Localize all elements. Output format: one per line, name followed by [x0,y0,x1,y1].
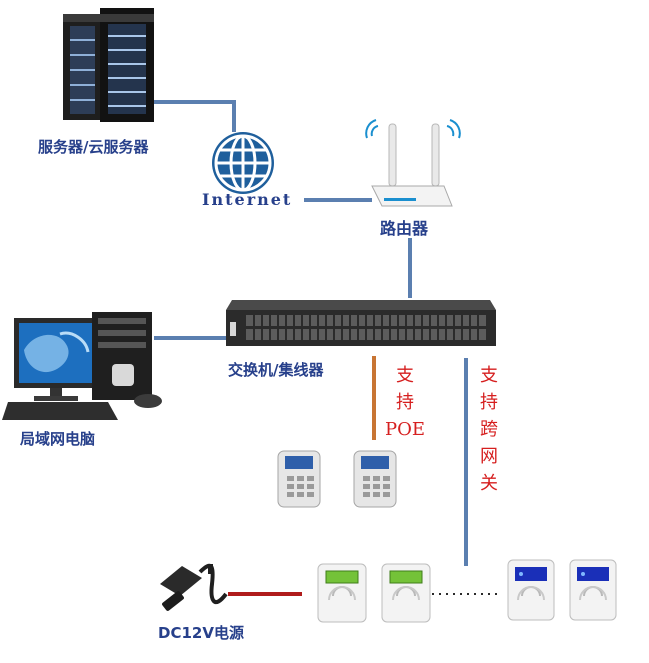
poe-label-char-2: 持 [396,392,414,413]
cross-net-char-5: 关 [480,473,498,494]
cross-net-char-1: 支 [480,365,498,386]
reader-blue-2-icon [569,559,617,621]
connection-lines [153,100,502,596]
server-internet-link [153,100,236,132]
lan-pc-label: 局域网电脑 [20,430,96,448]
reader-green-1-icon [317,563,367,623]
poe-label: 支 持 POE [383,362,427,443]
switch-label: 交换机/集线器 [228,361,324,379]
switch-icon [226,300,496,346]
reader-blue-1-icon [507,559,555,621]
lan-pc-icon [2,312,162,420]
poe-reader-2-icon [353,450,397,508]
reader-green-2-icon [381,563,431,623]
poe-label-char-1: 支 [396,365,414,386]
cross-net-label: 支 持 跨 网 关 [476,362,502,497]
server-rack-icon [63,8,154,122]
poe-reader-1-icon [277,450,321,508]
cross-net-char-2: 持 [480,392,498,413]
power-adapter-icon [160,563,228,611]
cross-net-char-3: 跨 [480,419,498,440]
router-label: 路由器 [380,219,429,238]
internet-label: Internet [202,190,293,209]
power-label: DC12V电源 [158,624,244,642]
internet-globe-icon [212,132,274,194]
cross-net-char-4: 网 [480,446,498,467]
server-label: 服务器/云服务器 [38,138,149,156]
router-icon [365,119,461,207]
poe-label-char-3: POE [384,419,425,440]
